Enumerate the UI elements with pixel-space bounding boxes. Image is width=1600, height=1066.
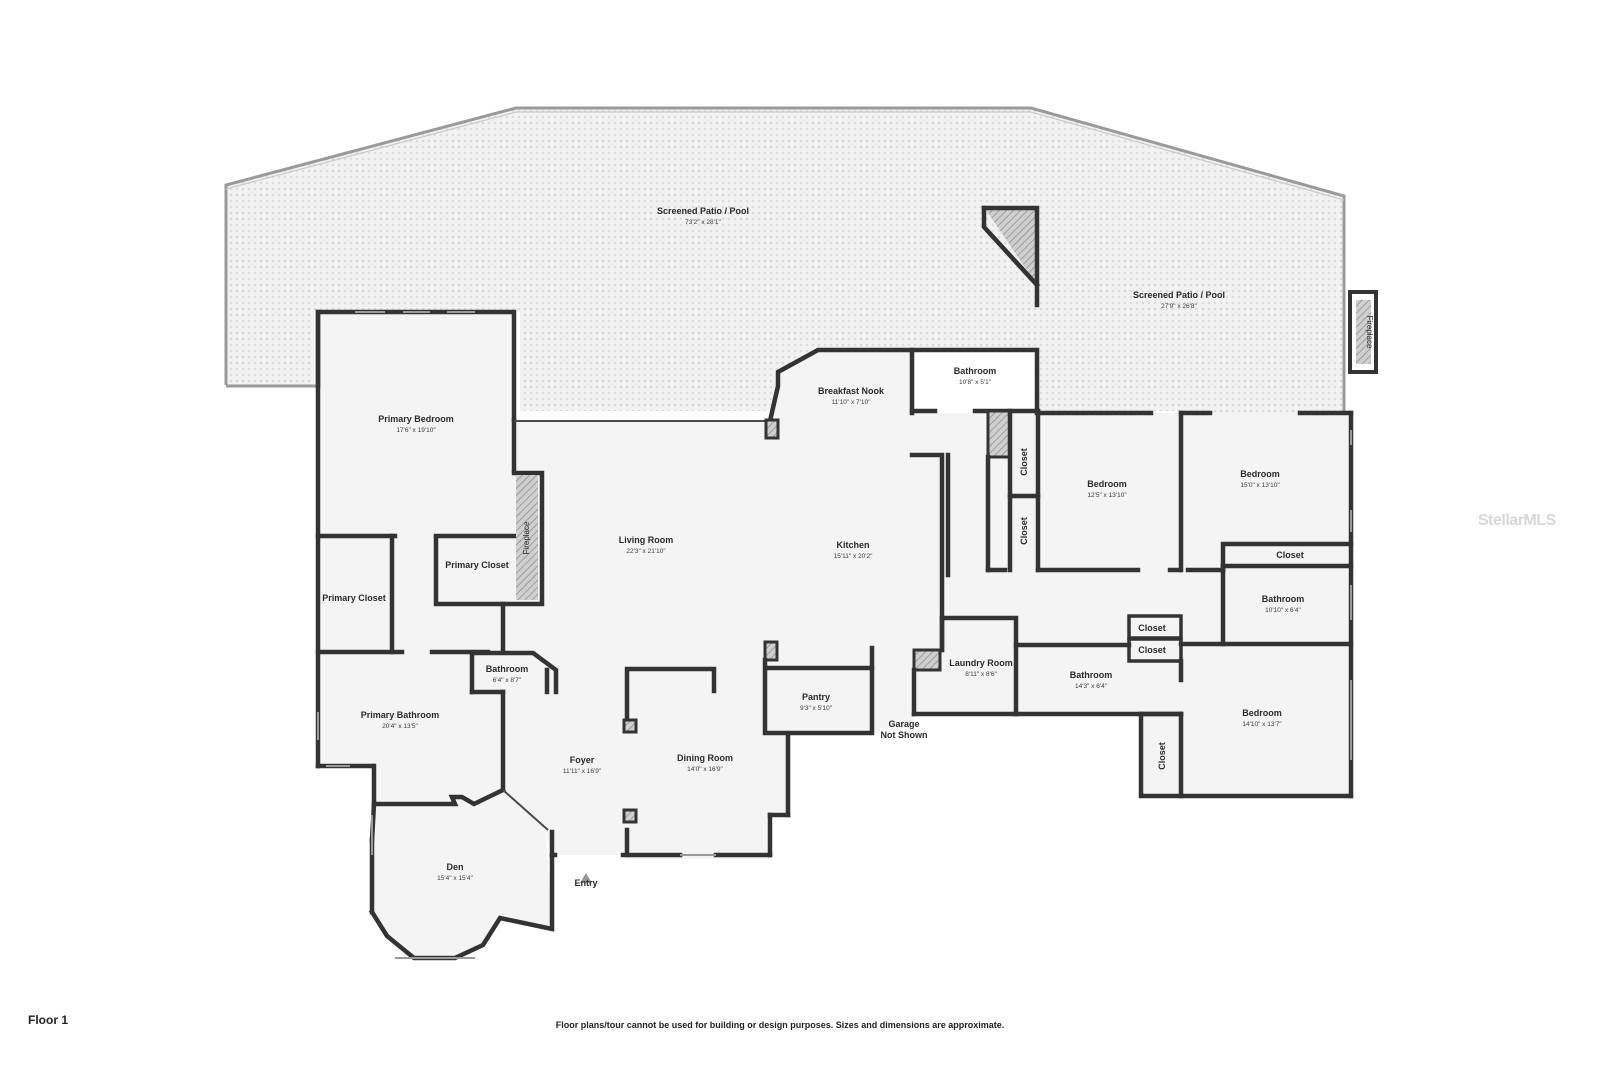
closet-s1-name: Closet [1138,623,1166,633]
bedroom-4-name: Bedroom [1242,708,1282,718]
bathroom-top-dim: 10'8" x 5'1" [959,379,992,386]
bathroom-top-name: Bathroom [954,366,997,376]
den-dim: 15'4" x 15'4" [437,875,473,882]
patio-main-name: Screened Patio / Pool [657,206,749,216]
closet-v3-name: Closet [1157,742,1167,770]
patio-right-name: Screened Patio / Pool [1133,290,1225,300]
primary-closet-a-name: Primary Closet [322,593,386,603]
bathroom-right-dim: 10'10" x 6'4" [1265,607,1301,614]
den-name: Den [446,862,463,872]
disclaimer-text: Floor plans/tour cannot be used for buil… [555,1020,1005,1030]
house-floor [318,312,1351,958]
entry-arrow-icon [580,873,592,883]
garage-label-1: Garage [888,719,919,729]
windows [225,300,1352,959]
kitchen-dim: 15'11" x 20'2" [834,553,873,560]
laundry-room-dim: 8'11" x 8'6" [965,671,997,678]
patio-right-dim: 27'9" x 26'8" [1161,303,1197,310]
bedroom-2-name: Bedroom [1087,479,1127,489]
patio-main-dim: 73'2" x 28'1" [685,219,721,226]
garage-label-2: Not Shown [881,730,928,740]
bathroom-small-dim: 6'4" x 8'7" [493,677,522,684]
bathroom-right-name: Bathroom [1262,594,1305,604]
closet-s2-name: Closet [1138,645,1166,655]
closet-v2-name: Closet [1019,517,1029,545]
fireplace-left-label: Fireplace [522,521,531,554]
kitchen-name: Kitchen [836,540,869,550]
living-room-name: Living Room [619,535,674,545]
pantry-dim: 9'3" x 5'10" [800,705,833,712]
primary-bedroom-name: Primary Bedroom [378,414,454,424]
floor-label: Floor 1 [28,1013,69,1027]
foyer-name: Foyer [570,755,595,765]
bedroom-3-name: Bedroom [1240,469,1280,479]
watermark: StellarMLS [1478,512,1556,529]
bedroom-4-dim: 14'10" x 13'7" [1242,721,1282,728]
laundry-room-name: Laundry Room [949,658,1013,668]
fireplace-right-label: Fireplace [1365,316,1374,349]
bedroom-2-dim: 12'5" x 13'10" [1087,492,1127,499]
bedroom-3-dim: 15'0" x 13'10" [1240,482,1280,489]
entry-label: Entry [574,878,597,888]
dining-room-dim: 14'0" x 16'9" [687,766,723,773]
bathroom-small-name: Bathroom [486,664,529,674]
screened-patio-area [224,106,1378,413]
breakfast-nook-name: Breakfast Nook [818,386,885,396]
bathroom-mid-name: Bathroom [1070,670,1113,680]
foyer-dim: 11'11" x 16'9" [563,768,602,775]
closet-h1-name: Closet [1276,550,1304,560]
dining-room-name: Dining Room [677,753,733,763]
primary-closet-b-name: Primary Closet [445,560,509,570]
living-room-dim: 22'3" x 21'10" [626,548,666,555]
breakfast-nook-dim: 11'10" x 7'10" [832,399,871,406]
bathroom-mid-dim: 14'3" x 6'4" [1075,683,1108,690]
primary-bedroom-dim: 17'6" x 19'10" [396,427,436,434]
walls [315,309,1354,961]
primary-bathroom-dim: 20'4" x 13'5" [382,723,418,730]
primary-bathroom-name: Primary Bathroom [361,710,440,720]
pantry-name: Pantry [802,692,830,702]
closet-v1-name: Closet [1019,448,1029,476]
